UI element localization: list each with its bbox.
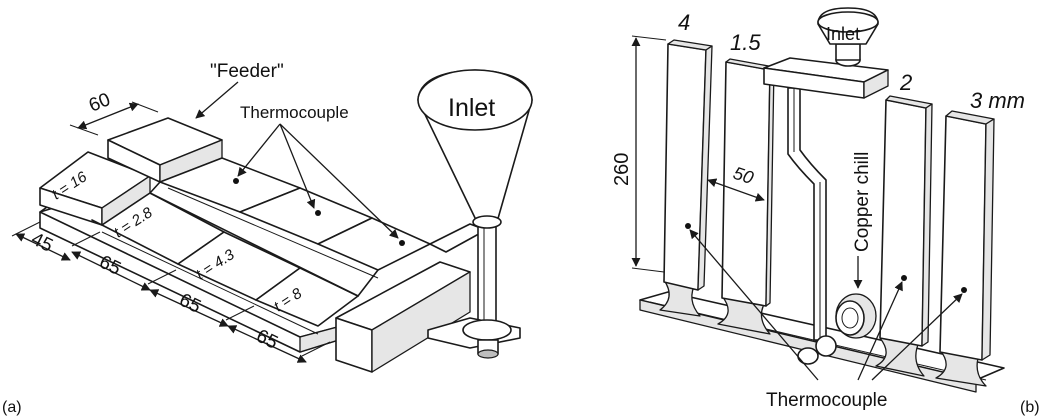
thermocouple-point [961,287,967,293]
panel-b: Inlet 4 1.5 2 3 mm 260 50 Copper chill T… [611,7,1040,416]
inlet-label-b: Inlet [826,24,860,44]
sprue-pipe [787,87,827,341]
thermocouple-point [399,240,405,246]
panel-b-label: (b) [1020,399,1040,416]
thermocouple-points-a [233,178,405,246]
height-label-260: 260 [611,153,633,186]
plate-3mm [939,110,995,361]
dimension-260 [631,35,667,273]
thermocouple-label-a: Thermocouple [240,103,349,122]
step-plates [91,192,359,335]
bottom-inlet-cylinder [797,335,837,365]
inlet-funnel [417,69,533,359]
thermocouple-point [685,223,691,229]
feeder-leader [195,81,239,119]
copper-chill-label: Copper chill [852,152,873,252]
thermocouple-point [233,178,239,184]
inlet-label-a: Inlet [448,94,495,122]
thermocouple-leaders-b [689,229,963,381]
thermocouple-points-b [685,223,967,293]
plate-label-4: 4 [678,10,690,35]
plate-label-1-5: 1.5 [730,30,761,55]
plate-2 [879,95,933,347]
feeder-channel [149,157,431,297]
plate-label-3mm: 3 mm [970,88,1025,113]
thermocouple-leaders-a [237,123,399,239]
copper-chill [835,293,877,339]
feeder-label: "Feeder" [210,61,284,82]
plate-label-2: 2 [899,70,912,95]
dimension-50 [707,178,765,202]
thermocouple-label-b: Thermocouple [766,390,887,411]
bottom-dimensions [11,221,331,363]
runner-bar [335,223,487,373]
dim-60-label: 60 [86,89,113,116]
thermocouple-point [901,275,907,281]
plate-4 [663,39,713,291]
dimension-60 [69,101,159,136]
panel-a-label: (a) [2,399,22,416]
panel-a: "Feeder" Thermocouple Inlet 60 45 65 65 … [2,61,533,416]
thermocouple-point [315,210,321,216]
top-runner [763,7,889,99]
